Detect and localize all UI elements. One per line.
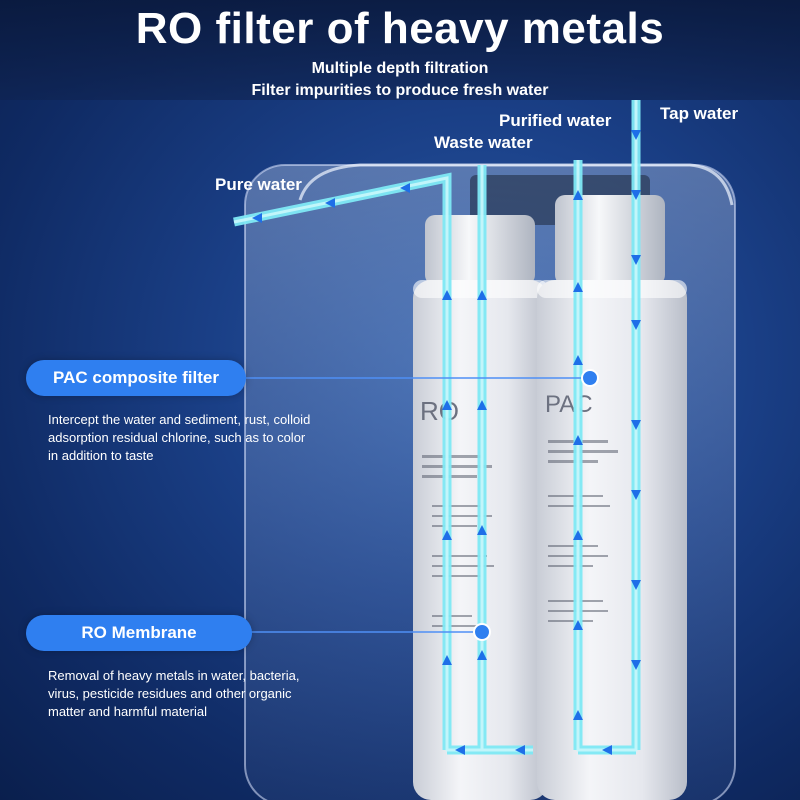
pure-water-label: Pure water <box>215 175 302 194</box>
ro-cartridge-label: RO <box>420 396 459 426</box>
subtitle-2: Filter impurities to produce fresh water <box>251 82 549 99</box>
subtitle-1: Multiple depth filtration <box>311 60 489 77</box>
pac-cartridge-label: PAC <box>545 391 593 418</box>
pac-description-line: adsorption residual chlorine, such as to… <box>48 430 306 445</box>
waste-water-label: Waste water <box>434 133 533 152</box>
purified-water-label: Purified water <box>499 111 612 130</box>
page-title: RO filter of heavy metals <box>135 4 665 53</box>
header-band <box>0 0 800 100</box>
ro-membrane-callout: RO Membrane <box>26 615 252 651</box>
ro-leader-dot <box>473 623 491 641</box>
callout-leaders <box>245 369 599 641</box>
ro-description-line: Removal of heavy metals in water, bacter… <box>48 668 300 683</box>
pac-filter-description: Intercept the water and sediment, rust, … <box>48 411 310 465</box>
ro-description-line: matter and harmful material <box>48 704 207 719</box>
pac-description-line: in addition to taste <box>48 448 154 463</box>
pac-filter-callout: PAC composite filter <box>26 360 246 396</box>
tap-water-label: Tap water <box>660 104 739 123</box>
ro-description-line: virus, pesticide residues and other orga… <box>48 686 292 701</box>
ro-membrane-description: Removal of heavy metals in water, bacter… <box>48 667 299 721</box>
flow-arrows <box>252 130 641 755</box>
pac-description-line: Intercept the water and sediment, rust, … <box>48 412 311 427</box>
housing-top <box>298 163 734 206</box>
pac-leader-dot <box>581 369 599 387</box>
pac-cartridge <box>537 195 687 800</box>
